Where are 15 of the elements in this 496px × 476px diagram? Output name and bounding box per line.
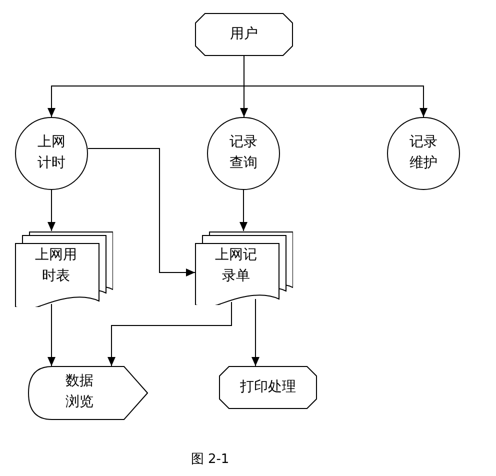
arrow: [48, 304, 56, 366]
arrow: [108, 302, 232, 366]
arrow: [48, 190, 56, 232]
caption: 图 2-1: [190, 451, 230, 468]
node-label: 记录维护: [408, 133, 438, 173]
arrow: [244, 56, 428, 118]
node-label: 上网计时: [36, 133, 66, 173]
node-label: 数据浏览: [64, 372, 94, 412]
node-label: 记录查询: [228, 133, 258, 173]
node-label: 打印处理: [239, 378, 297, 397]
node-label: 上网记录单: [214, 246, 258, 286]
node-label: 用户: [229, 25, 259, 44]
arrow: [88, 148, 196, 276]
arrow: [240, 190, 248, 232]
node-label: 上网用时表: [34, 246, 78, 286]
